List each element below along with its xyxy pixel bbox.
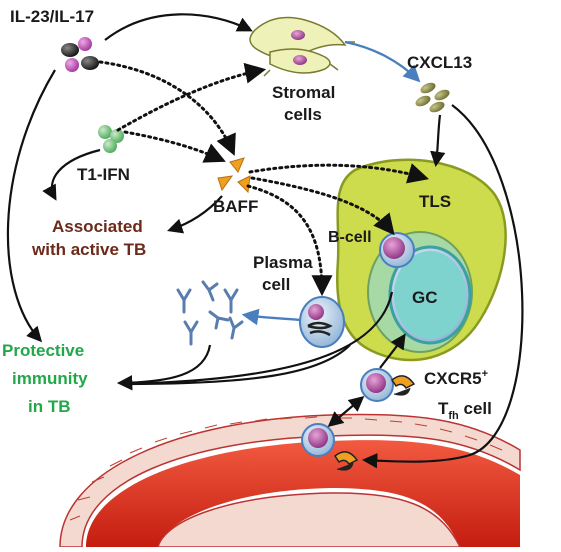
- cxcl13-icon: [415, 82, 450, 113]
- label-plasma-1: Plasma: [253, 253, 313, 272]
- label-t1-ifn: T1-IFN: [77, 165, 130, 184]
- label-associated-2: with active TB: [31, 240, 146, 259]
- tfh-cell-lower-icon: [301, 423, 359, 471]
- label-tls: TLS: [419, 192, 451, 211]
- arrows: [6, 13, 524, 469]
- baff-icon: [217, 157, 251, 194]
- plasma-cell-icon: [299, 296, 345, 348]
- b-cell-icon: [379, 232, 415, 268]
- cytokine-il23-icon: [61, 37, 99, 72]
- label-protective-3: in TB: [28, 397, 71, 416]
- label-stromal-1: Stromal: [272, 83, 335, 102]
- t1-ifn-icon: [98, 125, 124, 153]
- label-associated-1: Associated: [52, 217, 143, 236]
- label-cxcl13: CXCL13: [407, 53, 472, 72]
- label-il23: IL-23/IL-17: [10, 7, 94, 26]
- blood-vessel: [59, 413, 521, 548]
- label-tfh-cell: Tfh cell: [438, 399, 492, 422]
- label-gc: GC: [412, 288, 438, 307]
- label-cxcr5: CXCR5+: [424, 368, 488, 388]
- labels: IL-23/IL-17 Stromal cells CXCL13 T1-IFN …: [2, 7, 492, 422]
- antibodies-icon: [176, 280, 244, 346]
- label-b-cell: B-cell: [328, 229, 372, 246]
- label-protective-2: immunity: [12, 369, 88, 388]
- label-protective-1: Protective: [2, 341, 84, 360]
- label-plasma-2: cell: [262, 275, 290, 294]
- tfh-cell-upper-icon: [360, 368, 416, 402]
- stromal-cells-icon: [241, 16, 355, 77]
- label-baff: BAFF: [213, 197, 258, 216]
- label-stromal-2: cells: [284, 105, 322, 124]
- tls-structure: [336, 158, 507, 362]
